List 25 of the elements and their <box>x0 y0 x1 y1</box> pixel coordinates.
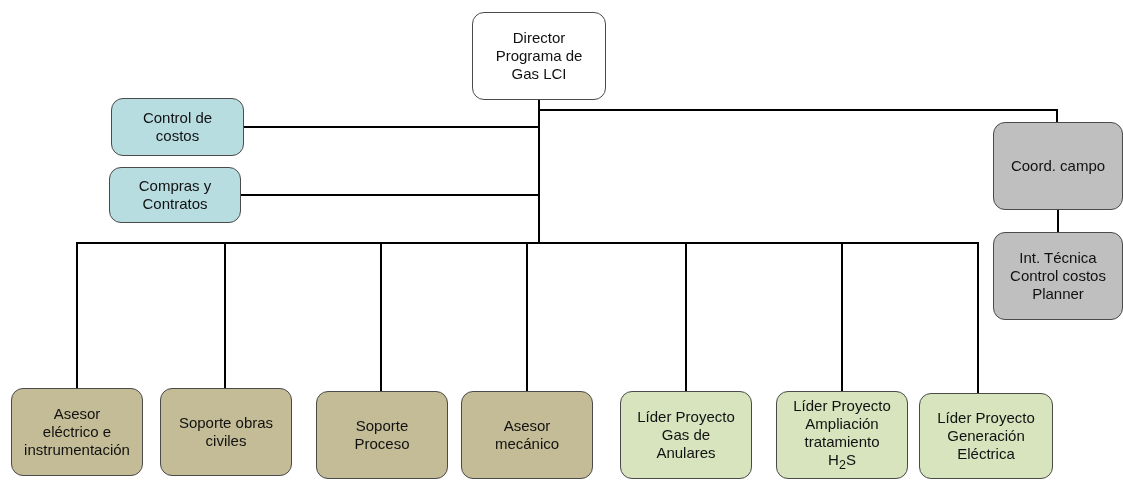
role-title: Soporte obras civiles <box>177 414 275 450</box>
role-box <box>461 391 593 479</box>
role-title: Líder Proyecto Ampliación tratamiento H$_{2}$S <box>792 397 892 473</box>
role-title: Líder Proyecto Generación Eléctrica <box>936 409 1036 463</box>
role-title: Líder Proyecto Gas de Anulares <box>636 408 736 462</box>
role-box <box>776 391 908 479</box>
role-box <box>11 388 143 476</box>
role-box <box>620 391 752 479</box>
role-box <box>993 232 1123 320</box>
role-title: Soporte Proceso <box>353 417 411 453</box>
role-title: Int. Técnica Control costos Planner <box>1009 249 1107 303</box>
role-title: Compras y Contratos <box>137 177 213 213</box>
role-box <box>919 393 1053 479</box>
role-box <box>316 391 448 479</box>
connector-line <box>1057 209 1059 233</box>
role-box <box>993 122 1123 210</box>
role-box <box>111 98 244 156</box>
role-title: Asesor mecánico <box>493 417 561 453</box>
role-title: Coord. campo <box>1010 157 1106 175</box>
role-title: Director Programa de Gas LCI <box>494 29 584 83</box>
role-title: Asesor eléctrico e instrumentación <box>24 405 130 459</box>
role-title: Control de costos <box>141 109 214 145</box>
director-box <box>472 12 606 100</box>
role-box <box>160 388 292 476</box>
role-box <box>109 167 241 223</box>
